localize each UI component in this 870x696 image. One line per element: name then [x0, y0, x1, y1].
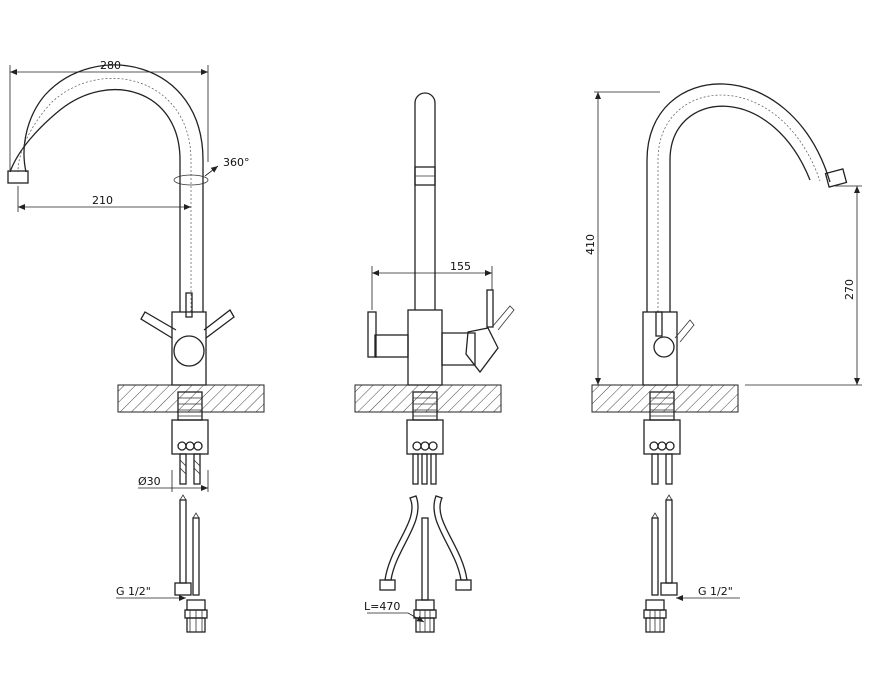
right-view [591, 83, 848, 633]
right-thread-label: G 1/2" [698, 585, 733, 598]
side-dimensions: 155 L=470 [364, 260, 493, 623]
hose-length-label: L=470 [364, 600, 400, 613]
rotation-label: 360° [223, 156, 250, 169]
dim-diameter-label: Ø30 [138, 475, 161, 488]
front-dimensions: 280 210 Ø30 G 1/2" [9, 59, 209, 601]
front-thread-label: G 1/2" [116, 585, 151, 598]
dim-280-label: 280 [100, 59, 121, 72]
right-dimensions: 410 270 G 1/2" [584, 91, 862, 601]
dim-270-label: 270 [843, 279, 856, 300]
front-view: 360° [7, 64, 265, 633]
dim-210-label: 210 [92, 194, 113, 207]
side-view [354, 92, 515, 633]
dim-410-label: 410 [584, 234, 597, 255]
dim-155-label: 155 [450, 260, 471, 273]
